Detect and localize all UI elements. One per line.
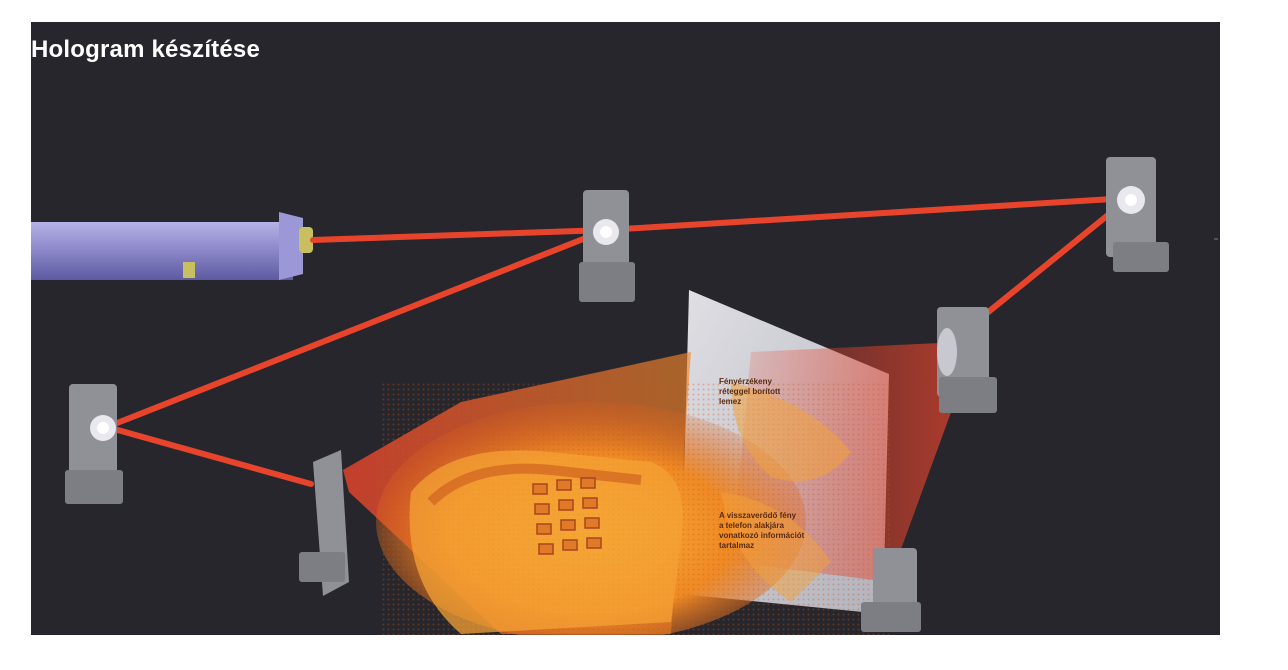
laser-beams <box>104 195 1132 487</box>
hologram-diagram: Hologram készítése Fényérzékeny réteggel… <box>31 22 1220 635</box>
plate-label-line: réteggel borított <box>719 387 781 396</box>
keypad <box>532 477 602 555</box>
mirror-mount-top-right <box>1106 157 1169 272</box>
reflected-light-label-line: A visszaverődő fény <box>719 511 797 520</box>
reflected-light-label-line: a telefon alakjára <box>719 521 784 530</box>
diagram-artwork <box>31 157 1169 635</box>
page-title: Hologram készítése <box>31 36 261 63</box>
mirror-mount-top-center <box>579 190 635 302</box>
reflected-light-label: A visszaverődő fény a telefon alakjára v… <box>719 511 869 551</box>
reflected-light-label-line: vonatkozó információt <box>719 531 805 540</box>
plate-holder <box>861 548 921 632</box>
mirror-mount-object <box>299 450 349 596</box>
mirror-mount-left <box>65 384 123 504</box>
laser-source <box>31 212 313 280</box>
plate-label-line: lemez <box>719 397 742 406</box>
mirror-mount-reference <box>937 307 997 413</box>
reflected-light-label-line: tartalmaz <box>719 541 755 550</box>
telephone-object <box>376 382 891 635</box>
plate-label-line: Fényérzékeny <box>719 377 772 386</box>
edge-mark <box>1214 238 1218 240</box>
plate-label: Fényérzékeny réteggel borított lemez <box>719 377 839 407</box>
